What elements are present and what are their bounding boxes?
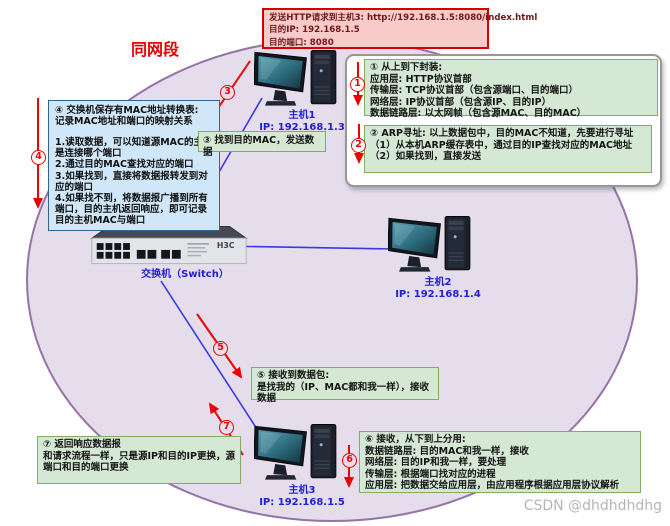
encapsulation-line: 网络层: IP协议首部（包含源IP、目的IP） — [370, 96, 552, 108]
step-circle-3: 3 — [220, 85, 235, 100]
arp-line: （1）从本机ARP缓存表中，通过目的IP查找对应的MAC地址 — [370, 139, 633, 151]
host3-name: 主机3 — [288, 485, 316, 496]
host1-pc-icon — [254, 50, 337, 107]
step-circle-7: 7 — [219, 420, 234, 435]
request-line: 发送HTTP请求到主机3: http://192.168.1.5:8080/in… — [269, 13, 538, 23]
encapsulation-line: ① 从上到下封装: — [370, 62, 443, 73]
host2-pc-icon — [388, 216, 471, 273]
step-circle-4: 4 — [31, 150, 46, 165]
host1-ip: IP: 192.168.1.3 — [259, 122, 345, 133]
step5-line: 是找我的（IP、MAC都和我一样），接收数据 — [257, 381, 430, 405]
step7-line: ⑦ 返回响应数据报 — [43, 439, 121, 450]
step7-box: ⑦ 返回响应数据报 和请求流程一样，只是源IP和目的IP更换，源端口和目的端口更… — [37, 436, 241, 484]
step5-box: ⑤ 接收到数据包: 是找我的（IP、MAC都和我一样），接收数据 — [251, 367, 439, 404]
arp-line: （2）如果找到，直接发送 — [370, 151, 482, 163]
mac-table-line: 3.如果找到，直接将数据报转发到对应的端口 — [55, 170, 208, 193]
host2-ip: IP: 192.168.1.4 — [395, 289, 481, 300]
step-circle-6: 6 — [342, 453, 357, 468]
mac-table-line: 4.如果找不到，将数据报广播到所有端口，目的主机返回响应，即可记录目的主机MAC… — [55, 192, 208, 226]
host1-name: 主机1 — [288, 110, 316, 121]
step5-line: ⑤ 接收到数据包: — [257, 370, 330, 381]
watermark: CSDN @dhdhdhdhg — [523, 498, 662, 514]
step7-line: 和请求流程一样，只是源IP和目的IP更换，源端口和目的端口更换 — [43, 450, 235, 474]
step6-box: ⑥ 接收，从下到上分用: 数据链路层: 目的MAC和我一样，接收 网络层: 目的… — [359, 431, 641, 493]
host2-name: 主机2 — [424, 277, 452, 288]
switch-mac-table-box: ④ 交换机保存有MAC地址转换表: 记录MAC地址和端口的映射关系 1.读取数据… — [48, 100, 220, 232]
mac-table-line: 2.通过目的MAC查找对应的端口 — [55, 159, 194, 171]
arp-box: ② ARP寻址: 以上数据包中，目的MAC不知道，先要进行寻址 （1）从本机AR… — [364, 125, 652, 173]
host3-label: 主机3 IP: 192.168.1.5 — [252, 485, 352, 509]
request-line: 目的IP: 192.168.1.5 — [269, 25, 360, 36]
host2-label: 主机2 IP: 192.168.1.4 — [388, 277, 488, 301]
encapsulation-line: 应用层: HTTP协议首部 — [370, 73, 472, 85]
encapsulation-line: 数据链路层: 以太网帧（包含源MAC、目的MAC） — [370, 108, 587, 120]
switch-label: 交换机（Switch） — [141, 269, 229, 280]
mac-table-line: 1.读取数据，可以知道源MAC的主机是连接哪个端口 — [55, 137, 213, 160]
step-circle-1: 1 — [350, 77, 365, 92]
step-circle-5: 5 — [213, 341, 228, 356]
encapsulation-box: ① 从上到下封装: 应用层: HTTP协议首部 传输层: TCP协议首部（包含源… — [364, 59, 658, 119]
mac-table-line: ④ 交换机保存有MAC地址转换表: — [55, 105, 199, 116]
step6-line: ⑥ 接收，从下到上分用: — [365, 434, 466, 445]
mac-table-line: 记录MAC地址和端口的映射关系 — [55, 116, 193, 128]
mac-table-line — [55, 127, 213, 137]
step6-line: 应用层: 把数据交给应用层，由应用程序根据应用层协议解析 — [365, 480, 620, 492]
step6-line: 数据链路层: 目的MAC和我一样，接收 — [365, 445, 529, 457]
segment-label: 同网段 — [131, 40, 180, 59]
step6-line: 网络层: 目的IP和我一样，要处理 — [365, 457, 507, 469]
step3-box: ③ 找到目的MAC，发送数据 — [198, 131, 326, 158]
switch-icon: H3C — [90, 226, 248, 265]
http-request-box: 发送HTTP请求到主机3: http://192.168.1.5:8080/in… — [262, 8, 538, 49]
encapsulation-line: 传输层: TCP协议首部（包含源端口、目的端口） — [370, 85, 579, 97]
switch-logo: H3C — [217, 241, 235, 250]
arp-line: ② ARP寻址: 以上数据包中，目的MAC不知道，先要进行寻址 — [370, 128, 634, 139]
host3-pc-icon — [254, 424, 337, 481]
host3-ip: IP: 192.168.1.5 — [259, 497, 345, 508]
step-circle-2: 2 — [351, 138, 366, 153]
step6-line: 传输层: 根据端口找对应的进程 — [365, 468, 496, 480]
host1-label: 主机1 IP: 192.168.1.3 — [252, 110, 352, 134]
request-line: 目的端口: 8080 — [269, 37, 334, 48]
